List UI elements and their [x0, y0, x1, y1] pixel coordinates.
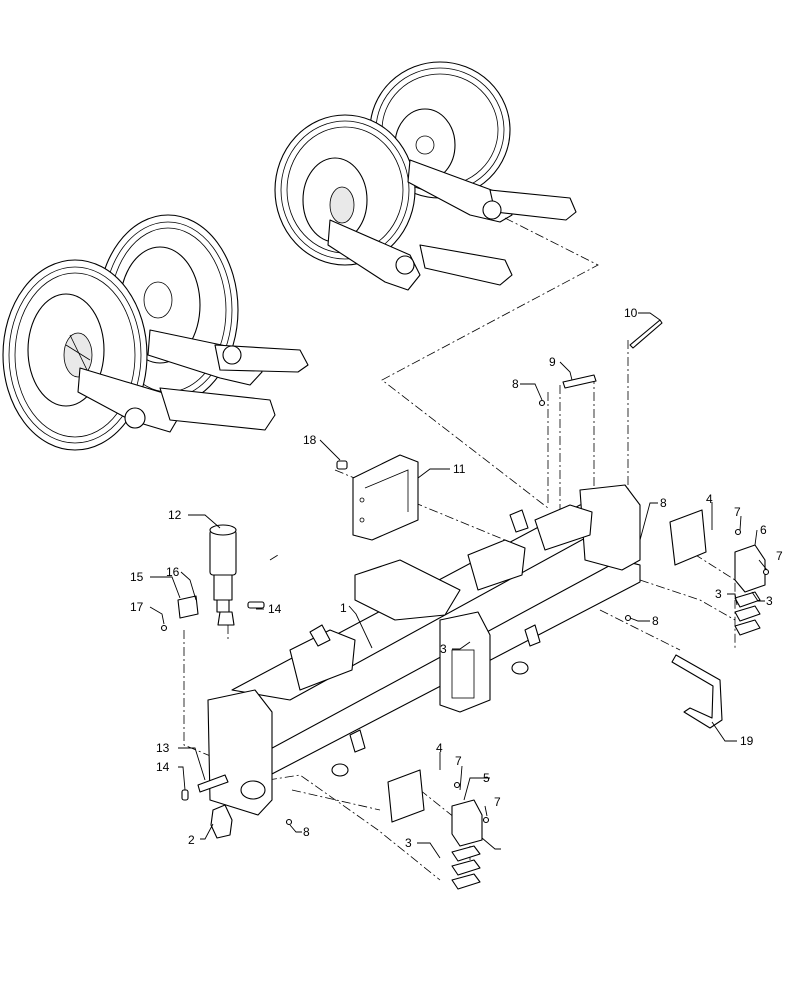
callout-8c: 8: [652, 614, 659, 628]
callout-12: 12: [168, 508, 182, 522]
callout-3c: 3: [405, 836, 412, 850]
tire-right-front: [274, 114, 416, 266]
callout-18: 18: [303, 433, 317, 447]
wheel-assembly-right: [274, 61, 577, 291]
main-frame: [207, 484, 641, 816]
callout-16: 16: [166, 565, 180, 579]
assembly-lines: [183, 217, 736, 881]
callout-labels: 1 2 3 3 3 3 4 4 5 6 7 7 7 7 8 8 8 8 9 10…: [130, 306, 783, 850]
mounting-bracket: [352, 454, 419, 541]
callout-8a: 8: [512, 377, 519, 391]
callout-13: 13: [156, 741, 170, 755]
callout-19: 19: [740, 734, 754, 748]
callout-2: 2: [188, 833, 195, 847]
callout-5: 5: [483, 771, 490, 785]
leader-lines: [149, 312, 768, 859]
callout-1: 1: [340, 601, 347, 615]
small-parts: [160, 319, 770, 890]
callout-3a: 3: [440, 642, 447, 656]
callout-7d: 7: [494, 795, 501, 809]
callout-17: 17: [130, 600, 144, 614]
callout-14b: 14: [268, 602, 282, 616]
callout-11: 11: [453, 462, 466, 476]
callout-10: 10: [624, 306, 638, 320]
wheel-assembly-left: [2, 214, 309, 451]
callout-7a: 7: [734, 505, 741, 519]
callout-7c: 7: [455, 754, 462, 768]
callout-4b: 4: [436, 741, 443, 755]
callout-3d: 3: [766, 594, 773, 608]
callout-3b: 3: [715, 587, 722, 601]
callout-14a: 14: [156, 760, 170, 774]
callout-6: 6: [760, 523, 767, 537]
callout-7b: 7: [776, 549, 783, 563]
callout-15: 15: [130, 570, 144, 584]
callout-4a: 4: [706, 492, 713, 506]
callout-8d: 8: [303, 825, 310, 839]
hydraulic-cylinder: [209, 524, 237, 626]
callout-8b: 8: [660, 496, 667, 510]
callout-9: 9: [549, 355, 556, 369]
